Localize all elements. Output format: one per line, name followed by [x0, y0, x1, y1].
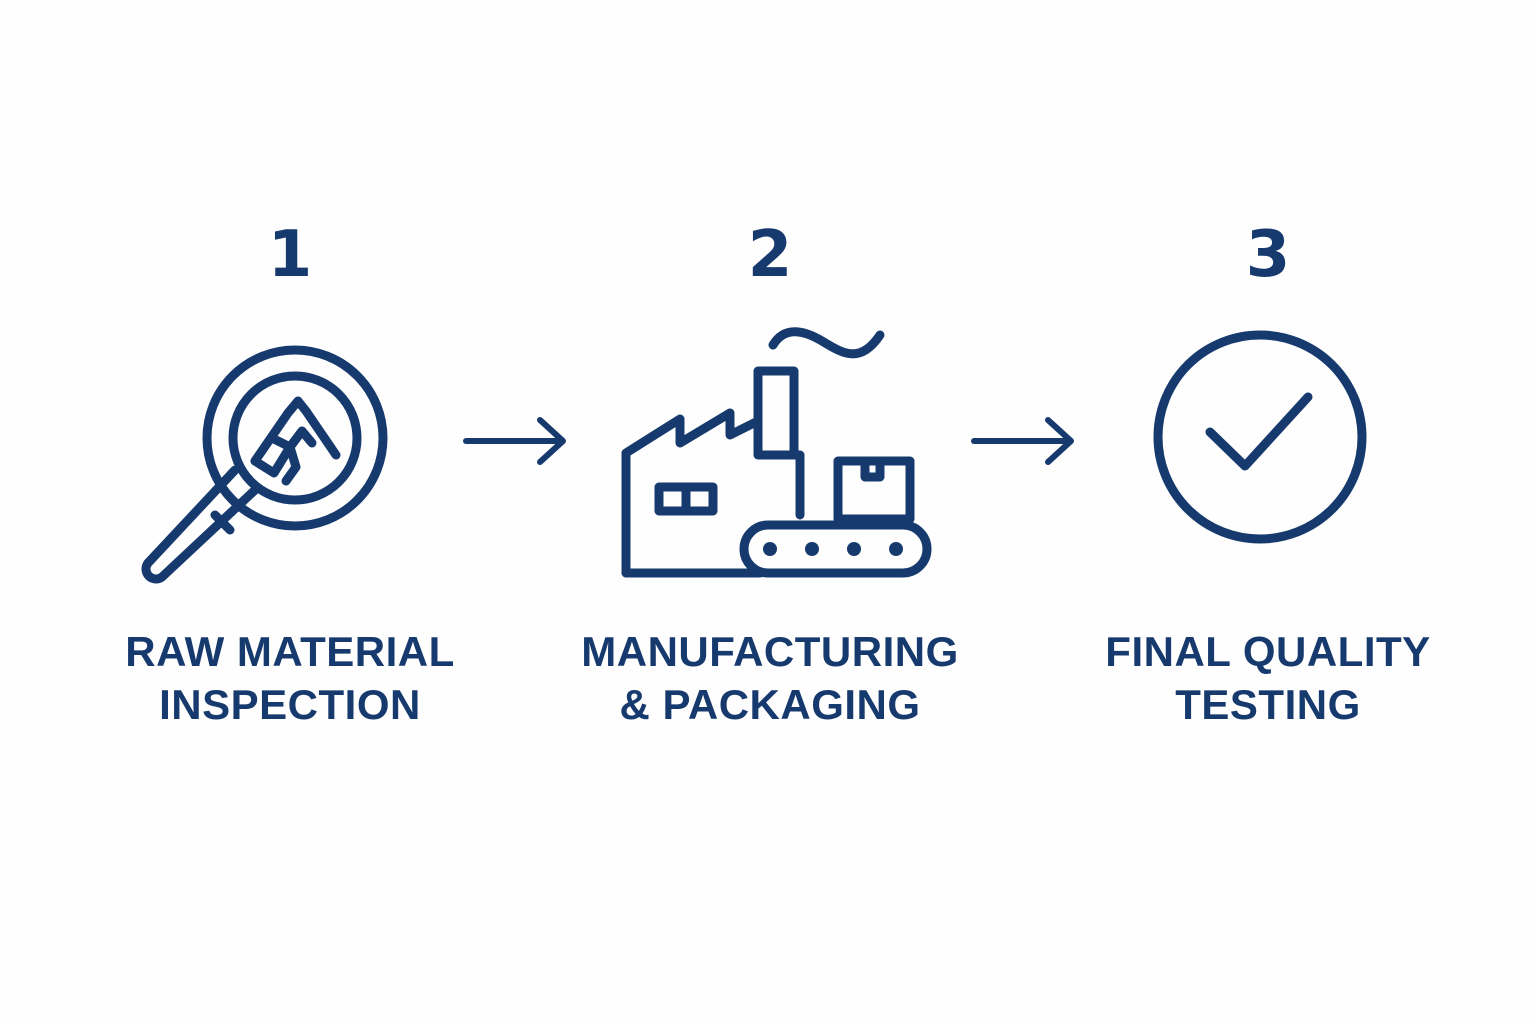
step-label: FINAL QUALITY TESTING [1058, 625, 1478, 731]
step-number: 2 [747, 218, 793, 292]
step-label: RAW MATERIAL INSPECTION [80, 625, 500, 731]
step-manufacturing-packaging: 2 MANUFACTURING & PACKAGING [560, 215, 980, 728]
factory-conveyor-icon [621, 327, 932, 578]
step-label-line-2: INSPECTION [159, 681, 421, 728]
arrow-right-icon [971, 417, 1074, 465]
arrow-right-icon [463, 417, 566, 465]
step-label-line-1: FINAL QUALITY [1105, 628, 1431, 675]
step-final-quality-testing: 3 FINAL QUALITY TESTING [1058, 215, 1478, 728]
step-label: MANUFACTURING & PACKAGING [560, 625, 980, 731]
step-label-line-1: RAW MATERIAL [125, 628, 455, 675]
step-number: 1 [267, 218, 313, 292]
step-label-line-2: TESTING [1175, 681, 1361, 728]
step-label-line-2: & PACKAGING [619, 681, 921, 728]
magnifying-glass-mineral-icon [141, 345, 388, 584]
step-raw-material-inspection: 1 RAW MATERIAL INSPECTION [80, 215, 500, 728]
step-label-line-1: MANUFACTURING [581, 628, 959, 675]
check-circle-icon [1153, 330, 1367, 544]
step-number: 3 [1245, 218, 1291, 292]
